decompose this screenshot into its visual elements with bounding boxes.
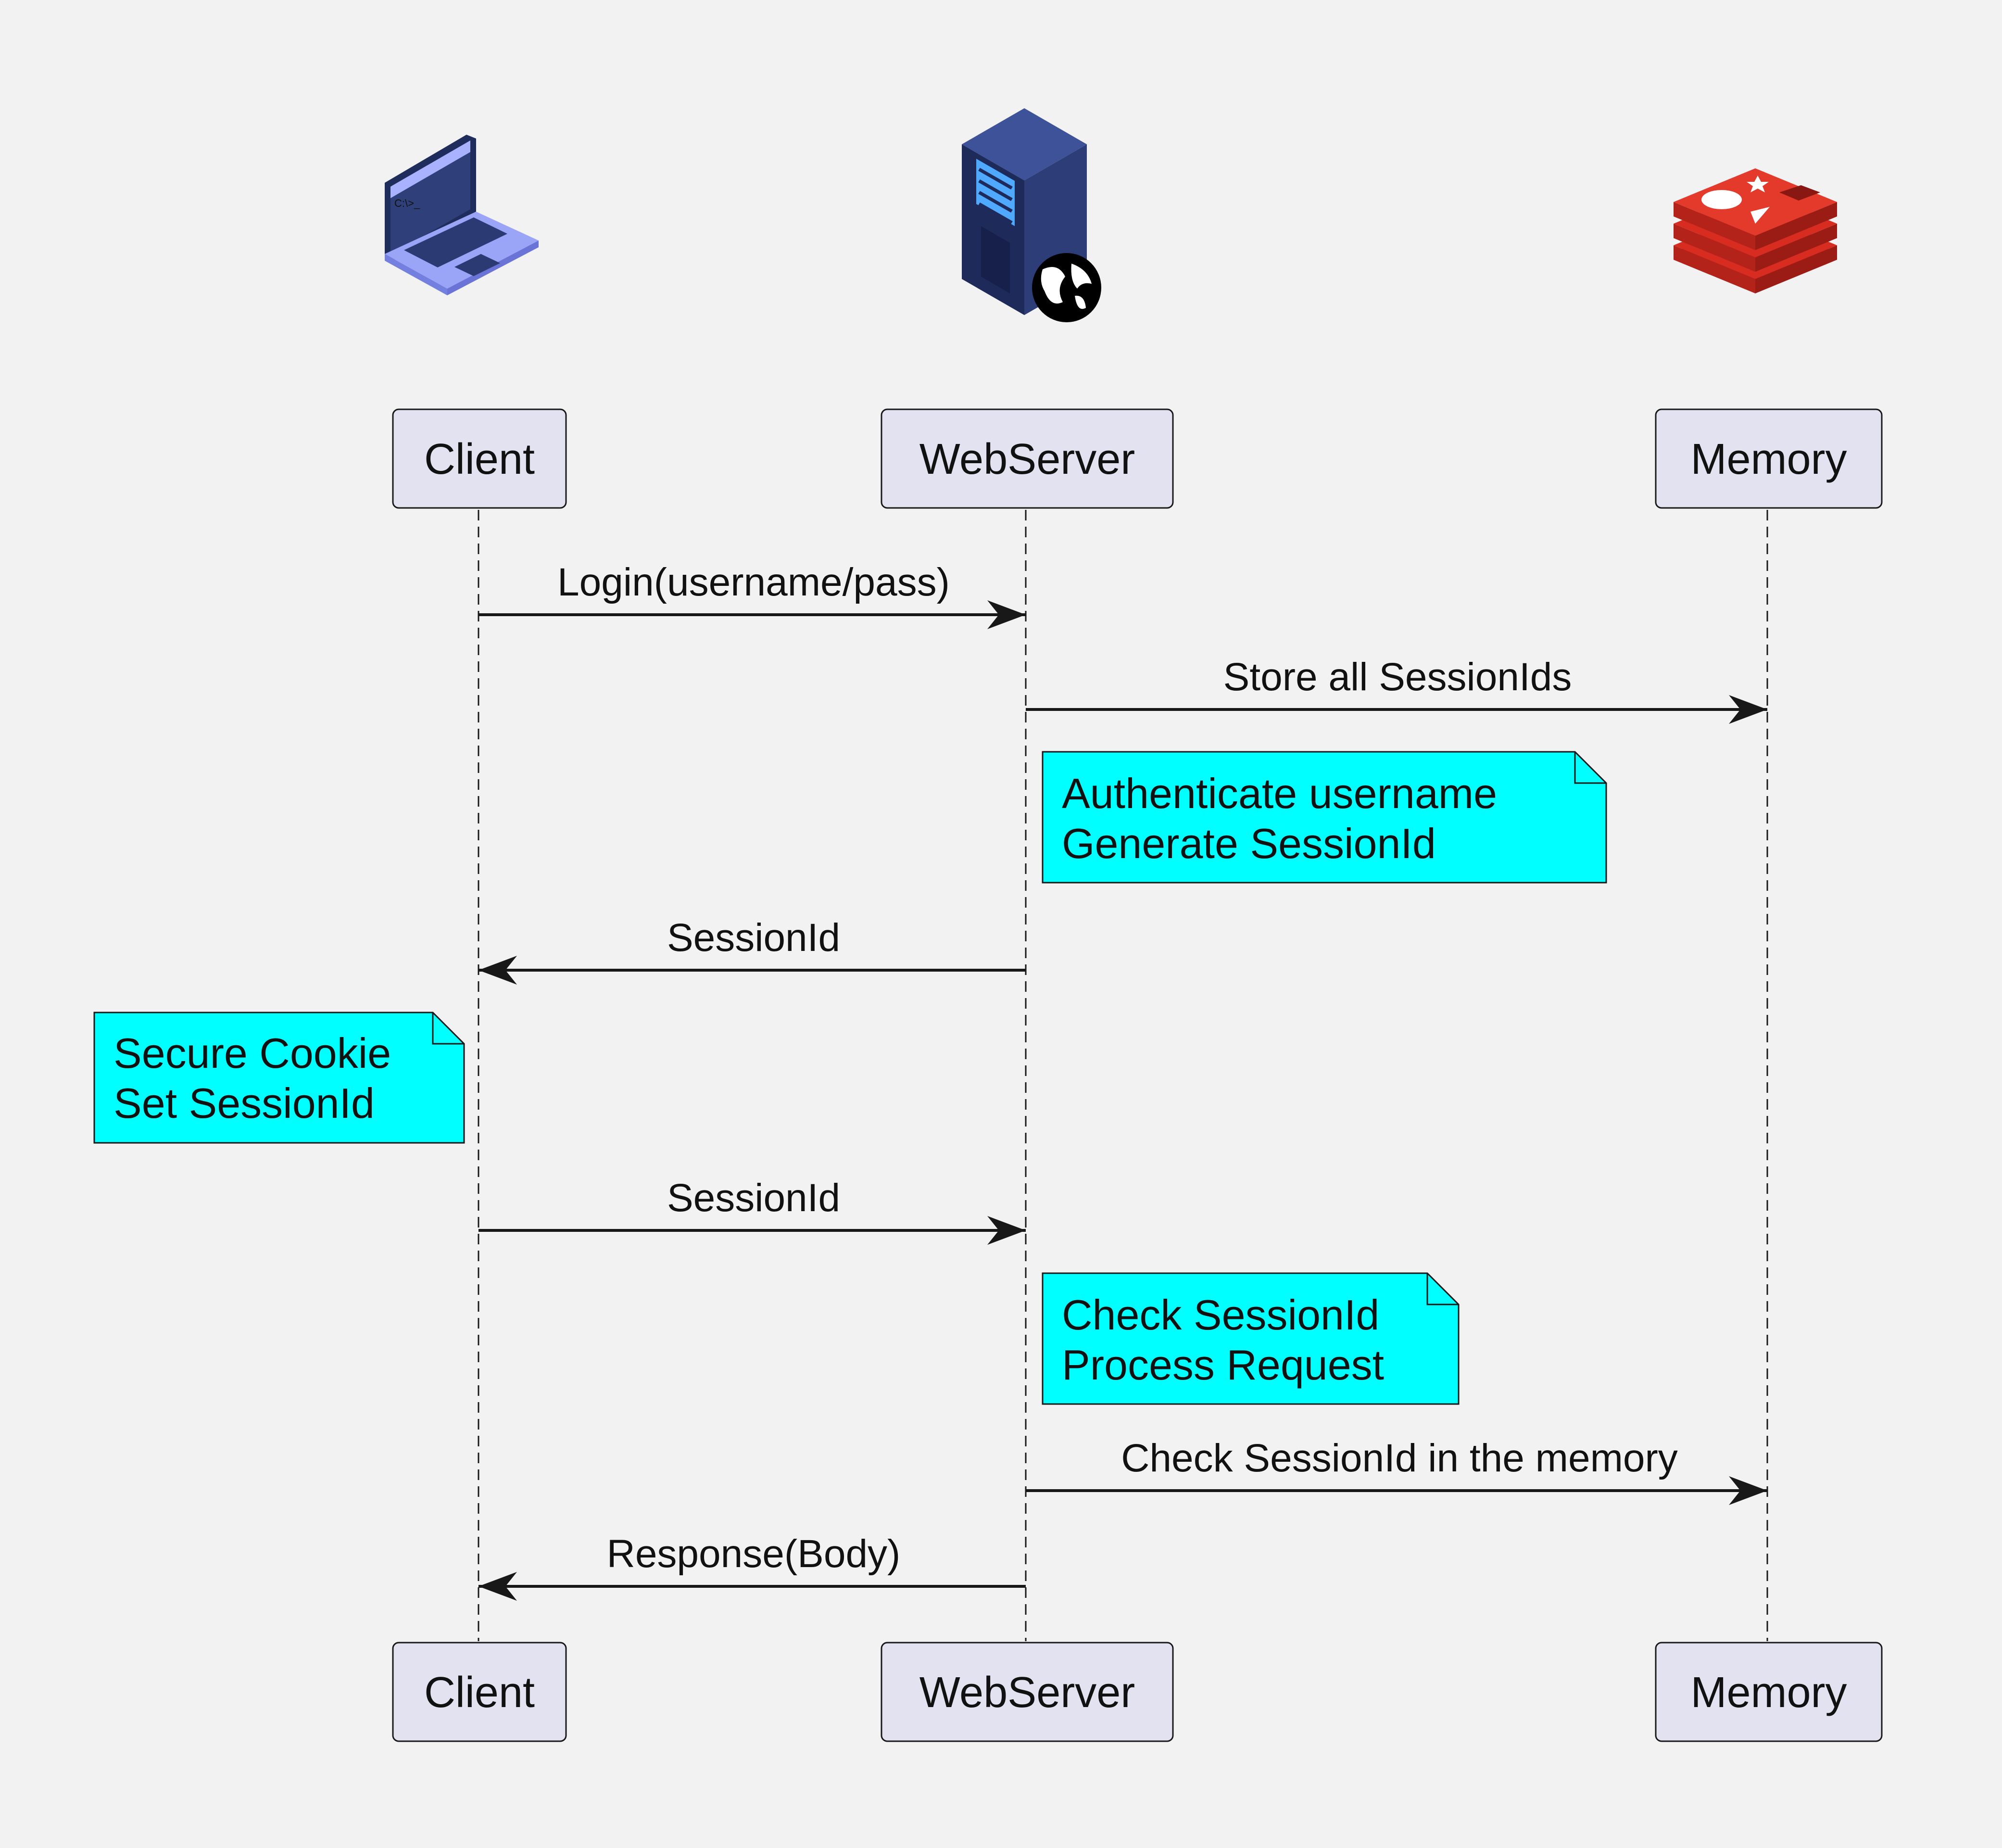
note-check-session: Check SessionId Process Request <box>1042 1272 1460 1405</box>
message-store-session-ids: Store all SessionIds <box>1026 655 1767 724</box>
participant-label: Client <box>424 435 535 483</box>
note-secure-cookie: Secure Cookie Set SessionId <box>93 1012 465 1144</box>
participant-label: Client <box>424 1669 535 1717</box>
participant-client-top: Client <box>392 408 567 509</box>
message-label: Check SessionId in the memory <box>1121 1436 1678 1480</box>
message-label: Login(username/pass) <box>557 560 950 604</box>
message-label: SessionId <box>667 1176 840 1220</box>
participant-label: Memory <box>1690 435 1847 483</box>
note-line: Check SessionId <box>1062 1291 1379 1339</box>
message-session-id-response: SessionId <box>478 916 1026 985</box>
redis-icon <box>1674 168 1837 293</box>
participant-memory-bottom: Memory <box>1655 1642 1883 1742</box>
participant-label: WebServer <box>919 435 1135 483</box>
participant-label: WebServer <box>919 1669 1135 1717</box>
laptop-icon: C:\>_ <box>385 135 539 295</box>
message-check-session-memory: Check SessionId in the memory <box>1026 1436 1767 1505</box>
participant-memory-top: Memory <box>1655 408 1883 509</box>
note-line: Process Request <box>1062 1341 1384 1389</box>
participant-webserver-top: WebServer <box>881 408 1174 509</box>
participant-webserver-bottom: WebServer <box>881 1642 1174 1742</box>
note-line: Secure Cookie <box>113 1029 391 1077</box>
message-login: Login(username/pass) <box>478 560 1026 629</box>
note-line: Authenticate username <box>1062 770 1497 817</box>
note-line: Generate SessionId <box>1062 820 1436 867</box>
participant-client-bottom: Client <box>392 1642 567 1742</box>
message-label: Response(Body) <box>607 1532 901 1576</box>
message-response-body: Response(Body) <box>478 1532 1026 1601</box>
note-line: Set SessionId <box>113 1079 375 1127</box>
web-server-icon <box>962 108 1101 322</box>
message-label: SessionId <box>667 916 840 960</box>
svg-text:C:\>_: C:\>_ <box>394 197 420 209</box>
participant-label: Memory <box>1690 1669 1847 1717</box>
message-session-id-request: SessionId <box>478 1176 1026 1245</box>
message-label: Store all SessionIds <box>1223 655 1572 699</box>
note-authenticate: Authenticate username Generate SessionId <box>1042 751 1607 884</box>
